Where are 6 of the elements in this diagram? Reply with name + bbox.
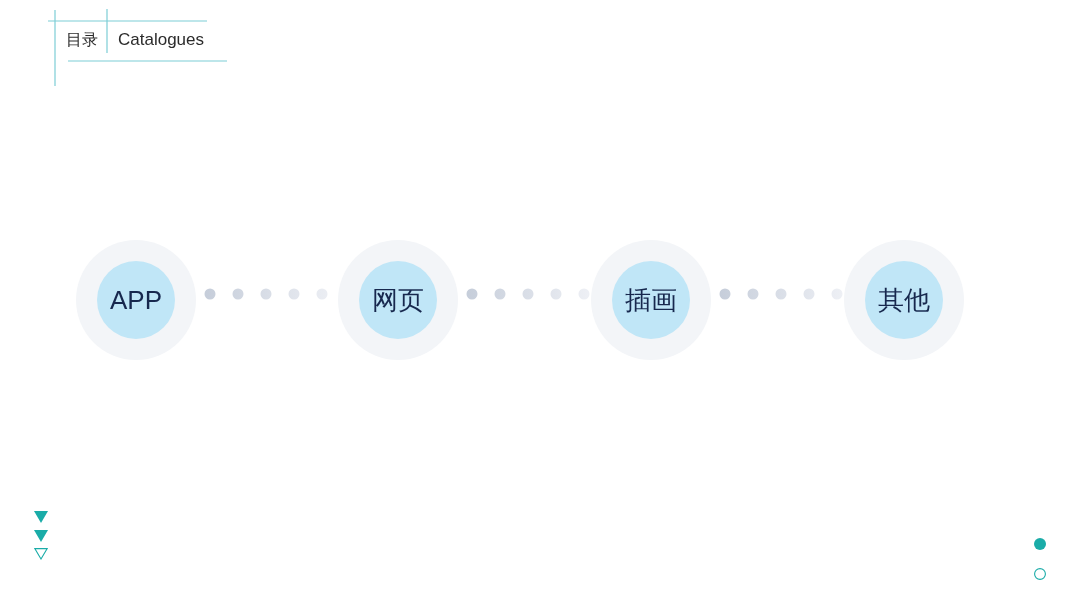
- heading-text: 目录: [66, 30, 98, 50]
- node-label: 插画: [625, 285, 677, 315]
- heading-text: Catalogues: [118, 30, 204, 51]
- node-label: 其他: [878, 285, 930, 315]
- node-label: APP: [110, 285, 162, 315]
- node-label: 网页: [372, 285, 424, 315]
